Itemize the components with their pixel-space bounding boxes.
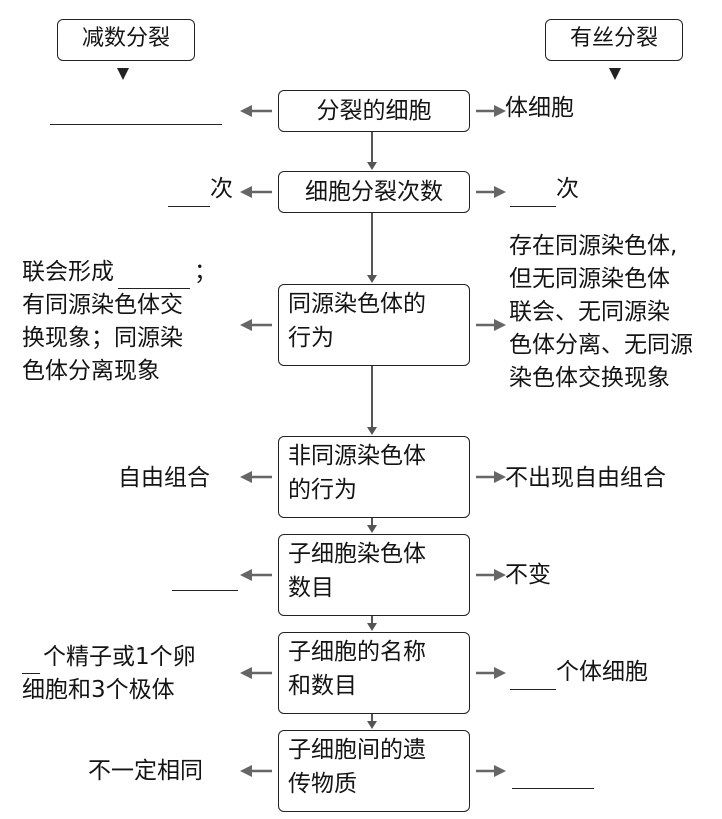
answer-blank	[22, 649, 40, 674]
down-arrow-icon	[367, 525, 377, 533]
left-text-nonhomologous-behavior: 自由组合	[118, 465, 210, 491]
center-box-division-count: 细胞分裂次数	[278, 171, 470, 213]
right-arrow-icon	[494, 667, 506, 679]
down-arrow-icon	[367, 623, 377, 631]
right-arrow-icon	[494, 105, 506, 117]
down-arrow-icon	[367, 721, 377, 729]
left-arrow-icon	[240, 319, 252, 331]
left-arrow-icon	[240, 667, 252, 679]
center-label: 子细胞染色体	[288, 541, 426, 567]
answer-blank	[168, 206, 210, 207]
right-line: 色体分离、无同源	[509, 332, 693, 358]
right-text-homologous-behavior: 存在同源染色体, 但无同源染色体 联会、无同源染 色体分离、无同源 染色体交换现…	[509, 230, 693, 395]
left-arrow-icon	[240, 186, 252, 198]
center-box-genetic-material: 子细胞间的遗 传物质	[278, 730, 470, 812]
right-arrow-icon	[494, 186, 506, 198]
down-arrow-icon	[367, 162, 377, 170]
answer-blank	[510, 206, 556, 207]
left-text-daughter-cells: 个精子或1个卵 细胞和3个极体	[22, 641, 196, 707]
center-label: 传物质	[288, 771, 357, 797]
answer-blank	[510, 689, 556, 690]
center-label: 同源染色体的	[288, 291, 426, 317]
center-label: 和数目	[288, 673, 357, 699]
right-line: 存在同源染色体,	[509, 233, 678, 259]
right-header: 有丝分裂	[545, 19, 683, 61]
left-text-homologous-behavior: 联会形成 ； 有同源染色体交 换现象；同源染 色体分离现象	[22, 256, 217, 388]
center-box-daughter-cells: 子细胞的名称 和数目	[278, 632, 470, 714]
left-header-arrow-icon	[117, 68, 129, 80]
right-arrow-icon	[494, 569, 506, 581]
right-arrow-icon	[494, 471, 506, 483]
right-line: 联会、无同源染	[509, 299, 670, 325]
right-text-dividing-cell: 体细胞	[505, 95, 574, 121]
center-label: 分裂的细胞	[316, 98, 432, 124]
left-text-genetic-material: 不一定相同	[88, 758, 203, 784]
center-label: 非同源染色体	[288, 443, 426, 469]
left-line: 联会形成	[22, 259, 114, 285]
answer-blank	[172, 590, 238, 591]
right-text-division-count: 次	[556, 176, 579, 202]
left-line: 有同源染色体交	[22, 292, 183, 318]
left-arrow-icon	[240, 105, 252, 117]
left-arrow-icon	[240, 471, 252, 483]
right-arrow-icon	[494, 319, 506, 331]
answer-blank	[512, 788, 594, 789]
center-box-chromosome-number: 子细胞染色体 数目	[278, 534, 470, 616]
center-box-homologous-behavior: 同源染色体的 行为	[278, 284, 470, 366]
center-box-dividing-cell: 分裂的细胞	[278, 90, 470, 132]
down-arrow-icon	[367, 275, 377, 283]
center-box-nonhomologous-behavior: 非同源染色体 的行为	[278, 436, 470, 518]
left-arrow-icon	[240, 569, 252, 581]
left-arrow-icon	[240, 765, 252, 777]
answer-blank	[50, 124, 222, 125]
center-label: 行为	[288, 325, 334, 351]
right-line: 染色体交换现象	[509, 365, 670, 391]
center-label: 子细胞间的遗	[288, 737, 426, 763]
right-arrow-icon	[494, 765, 506, 777]
left-line: 个精子或1个卵	[43, 644, 196, 670]
center-label: 细胞分裂次数	[305, 179, 443, 205]
center-label: 的行为	[288, 477, 357, 503]
left-header: 减数分裂	[57, 19, 195, 61]
down-arrow-icon	[367, 427, 377, 435]
center-label: 子细胞的名称	[288, 639, 426, 665]
left-line: 色体分离现象	[22, 358, 160, 384]
answer-blank	[118, 264, 190, 289]
center-label: 数目	[288, 575, 334, 601]
left-line: 细胞和3个极体	[22, 677, 175, 703]
right-header-arrow-icon	[609, 68, 621, 80]
left-text-division-count: 次	[210, 176, 233, 202]
left-line: ；	[194, 259, 217, 285]
left-line: 换现象；同源染	[22, 325, 183, 351]
right-text-chromosome-number: 不变	[505, 562, 551, 588]
right-line: 但无同源染色体	[509, 266, 670, 292]
right-text-daughter-cells: 个体细胞	[556, 659, 648, 685]
right-text-nonhomologous-behavior: 不出现自由组合	[505, 465, 666, 491]
